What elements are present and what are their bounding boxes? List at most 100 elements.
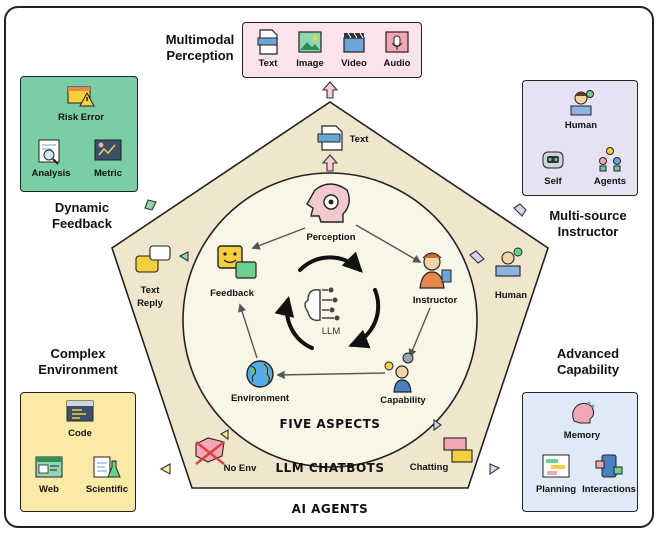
arrow-to-instructor [513, 203, 527, 217]
arrow-environment-feedback [238, 303, 258, 359]
instructor-aspect-icon [419, 252, 452, 289]
arrow-to-textreply-icon [178, 251, 189, 262]
chatbot-text-label: Text [349, 134, 369, 145]
advanced-capability-title: Advanced Capability [556, 346, 620, 377]
capability-planning: Planning [529, 453, 583, 495]
instructor-source-human: Human [559, 89, 603, 131]
capability-planning-label: Planning [535, 484, 577, 495]
instructor-agents-label: Agents [593, 176, 627, 187]
feedback-risk-error: Risk Error [51, 83, 111, 123]
chatbot-text-reply-label: Text Reply [137, 285, 163, 309]
llm-cycle-icon [274, 251, 381, 350]
memory-brain-icon [572, 401, 595, 424]
modality-audio: Audio [377, 29, 417, 69]
instructor-human-label: Human [564, 120, 598, 131]
modality-image: Image [291, 29, 329, 69]
perception-aspect-icon [306, 183, 350, 223]
multimodal-perception-title: Multimodal Perception [165, 32, 235, 63]
environment-aspect-icon [246, 360, 274, 388]
capability-interactions-label: Interactions [582, 484, 636, 495]
aspect-capability-label: Capability [380, 395, 426, 406]
audio-icon [385, 31, 409, 53]
ai-agents-label: AI AGENTS [291, 502, 369, 516]
web-browser-icon [35, 456, 63, 478]
instructor-source-self: Self [533, 145, 573, 187]
feedback-risk-error-label: Risk Error [58, 112, 104, 123]
planning-board-icon [542, 454, 570, 478]
arrow-to-chatting-icon [433, 418, 442, 432]
human-icon [570, 90, 594, 116]
arrow-instructor-capability [408, 307, 431, 358]
txt-document-icon [317, 125, 343, 151]
aspect-instructor-label: Instructor [412, 295, 458, 306]
capability-memory-label: Memory [563, 430, 601, 441]
image-icon [298, 31, 322, 53]
text-file-icon [257, 29, 278, 55]
chatbot-chatting-label: Chatting [409, 462, 449, 473]
feedback-analysis: Analysis [25, 137, 77, 179]
arrow-to-noenv-icon [219, 429, 229, 441]
arrow-to-text-icon [321, 154, 339, 172]
environment-web-label: Web [39, 484, 59, 495]
metric-dashboard-icon [94, 139, 122, 161]
aspect-feedback-label: Feedback [210, 288, 254, 299]
complex-environment-box: Code Web Scientific [20, 392, 136, 512]
risk-error-icon [67, 86, 95, 107]
brain-icon [304, 287, 340, 322]
human-laptop-icon [495, 247, 523, 277]
arrow-capability-environment [276, 370, 386, 380]
modality-audio-label: Audio [383, 58, 411, 69]
instructor-self-label: Self [544, 176, 562, 187]
environment-scientific: Scientific [79, 455, 135, 495]
video-clapper-icon [343, 32, 365, 53]
dynamic-feedback-box: Risk Error Analysis Metric [20, 76, 138, 192]
dynamic-feedback-title: Dynamic Feedback [52, 200, 112, 231]
robot-icon [542, 151, 564, 169]
advanced-capability-box: Memory Planning Interactions [522, 392, 638, 512]
environment-web: Web [29, 455, 69, 495]
environment-scientific-label: Scientific [85, 484, 129, 495]
arrow-to-multimodal [321, 81, 339, 99]
environment-code: Code [57, 399, 103, 439]
aspect-perception-label: Perception [306, 232, 356, 243]
feedback-metric-label: Metric [94, 168, 122, 179]
modality-text-label: Text [258, 58, 278, 69]
capability-memory: Memory [559, 399, 605, 441]
interactions-icon [595, 454, 623, 478]
analysis-magnifier-icon [38, 139, 60, 165]
code-window-icon [66, 400, 94, 422]
no-env-icon [195, 437, 225, 465]
aspect-cycle-arrows [238, 224, 431, 380]
multimodal-perception-box: Text Image Video Audio [242, 22, 422, 78]
arrow-to-capability [489, 463, 501, 476]
capability-aspect-icon [384, 352, 414, 393]
complex-environment-title: Complex Environment [38, 346, 118, 377]
modality-image-label: Image [296, 58, 324, 69]
modality-video: Video [335, 29, 373, 69]
environment-code-label: Code [68, 428, 92, 439]
feedback-metric: Metric [83, 137, 133, 179]
chatting-icon [443, 437, 473, 463]
chatbot-no-env-label: No Env [223, 463, 257, 474]
instructor-source-agents: Agents [587, 145, 633, 187]
text-reply-icon [135, 245, 171, 273]
arrow-perception-feedback [251, 227, 306, 250]
feedback-analysis-label: Analysis [31, 168, 71, 179]
arrow-to-feedback [144, 199, 157, 211]
modality-video-label: Video [341, 58, 367, 69]
scientific-flask-icon [93, 456, 121, 478]
feedback-aspect-icon [217, 245, 257, 279]
arrow-perception-instructor [355, 224, 422, 263]
llm-chatbots-label: LLM CHATBOTS [275, 461, 385, 475]
chatbot-human-label: Human [494, 290, 528, 301]
five-aspects-label: FIVE ASPECTS [279, 417, 381, 431]
agents-icon [599, 147, 621, 172]
capability-interactions: Interactions [581, 453, 637, 495]
arrow-to-human-icon [469, 250, 485, 264]
outer-connector-arrows [144, 81, 527, 476]
multi-source-instructor-box: Human Self Agents [522, 80, 638, 196]
arrow-to-environment [159, 463, 171, 475]
modality-text: Text [249, 29, 287, 69]
multi-source-instructor-title: Multi-source Instructor [549, 208, 627, 239]
